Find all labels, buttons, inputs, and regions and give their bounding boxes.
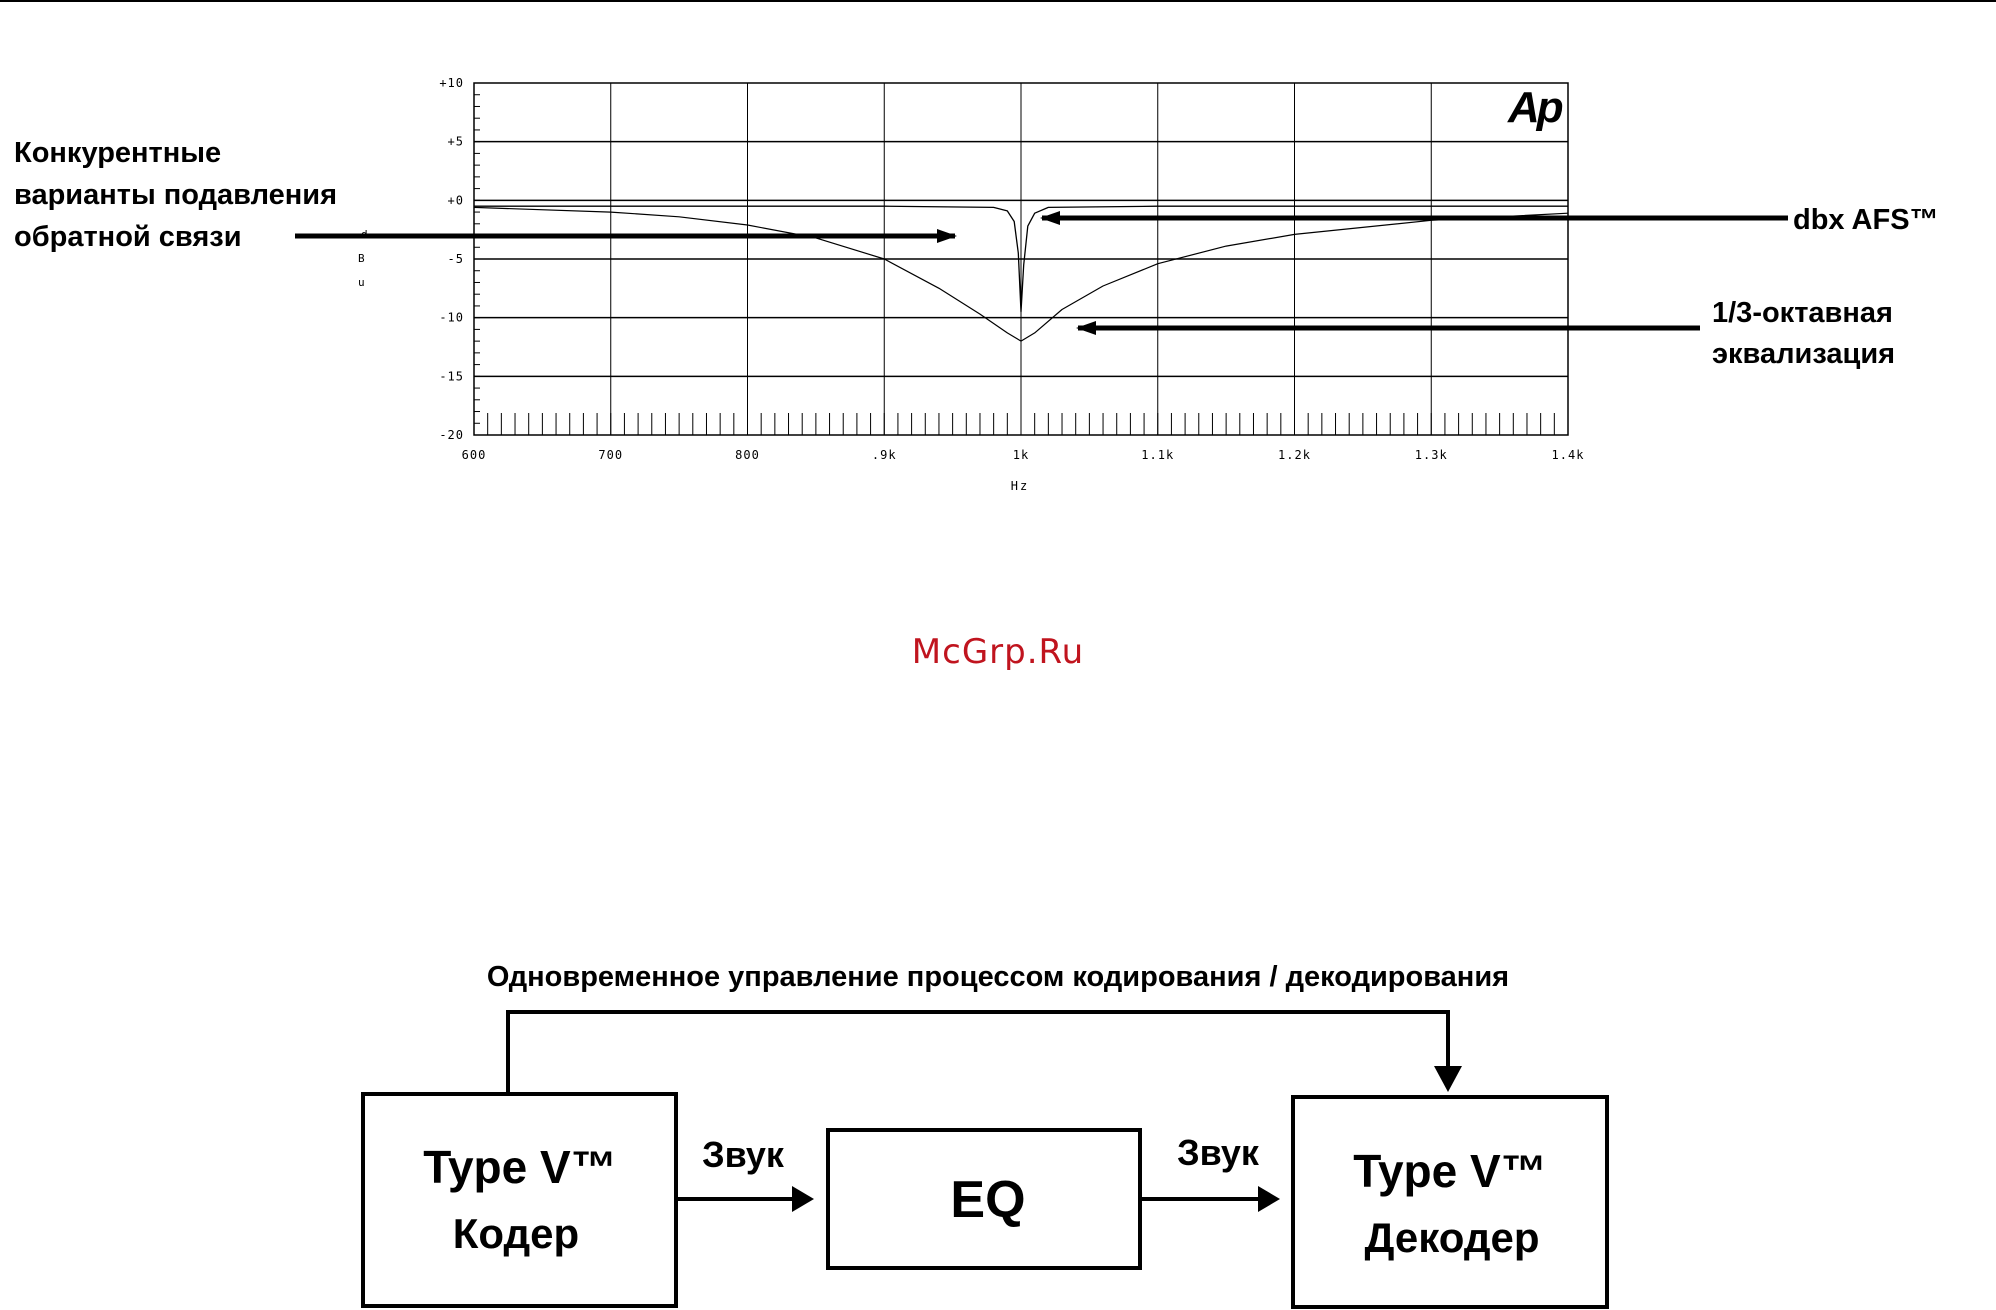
sound-label-left: Звук: [702, 1134, 785, 1175]
y-tick-label: -15: [439, 369, 464, 383]
arrowhead-eq-to-decoder: [1258, 1186, 1280, 1212]
annotation-afs: dbx AFS™: [1793, 204, 1939, 236]
control-arrowhead: [1434, 1066, 1462, 1092]
decoder-subtitle: Декодер: [1364, 1214, 1539, 1261]
decoder-block: [1293, 1097, 1607, 1307]
x-tick-label: 800: [735, 448, 760, 462]
control-line: [508, 1012, 1448, 1094]
encoder-subtitle: Кодер: [453, 1210, 579, 1257]
x-tick-label: .9k: [872, 448, 897, 462]
y-tick-labels: +10 +5 +0 -5 -10 -15 -20: [439, 76, 464, 442]
sound-label-right: Звук: [1177, 1132, 1260, 1173]
x-tick-label: 600: [462, 448, 487, 462]
x-tick-label: 1.3k: [1415, 448, 1448, 462]
x-tick-label: 1.1k: [1141, 448, 1174, 462]
encoder-title: Type V™: [423, 1141, 616, 1193]
x-tick-labels: 600 700 800 .9k 1k 1.1k 1.2k 1.3k 1.4k: [462, 448, 1585, 462]
x-tick-label: 700: [598, 448, 623, 462]
y-axis-label-u: u: [358, 276, 365, 289]
y-axis-label-b: B: [358, 252, 365, 265]
annotation-competing-line2: варианты подавления: [14, 179, 337, 211]
eq-label: EQ: [950, 1171, 1025, 1229]
x-tick-label: 1.4k: [1552, 448, 1585, 462]
y-tick-label: -20: [439, 428, 464, 442]
arrowhead-encoder-to-eq: [792, 1186, 814, 1212]
y-tick-label: +0: [448, 193, 464, 207]
annotation-competing-line3: обратной связи: [14, 221, 242, 253]
watermark: McGrp.Ru: [0, 632, 1996, 672]
encoder-block: [363, 1094, 676, 1306]
annotation-competing-line1: Конкурентные: [14, 137, 221, 169]
y-tick-label: +5: [448, 135, 464, 149]
y-tick-label: -10: [439, 311, 464, 325]
diagram-title: Одновременное управление процессом кодир…: [487, 961, 1509, 993]
y-tick-label: +10: [439, 76, 464, 90]
x-tick-label: 1.2k: [1278, 448, 1311, 462]
annotation-third-octave-line1: 1/3-октавная: [1712, 297, 1893, 329]
ap-logo: Ap: [1507, 83, 1563, 132]
x-tick-label: 1k: [1013, 448, 1029, 462]
frequency-response-chart: +10 +5 +0 -5 -10 -15 -20 600 700 800 .9k 1k 1.1k 1.2…: [14, 76, 1939, 493]
type-v-block-diagram: Одновременное управление процессом кодир…: [363, 961, 1607, 1307]
y-tick-label: -5: [448, 252, 464, 266]
annotation-third-octave-line2: эквализация: [1712, 338, 1895, 370]
decoder-title: Type V™: [1353, 1145, 1546, 1197]
x-axis-label: Hz: [1011, 479, 1029, 493]
